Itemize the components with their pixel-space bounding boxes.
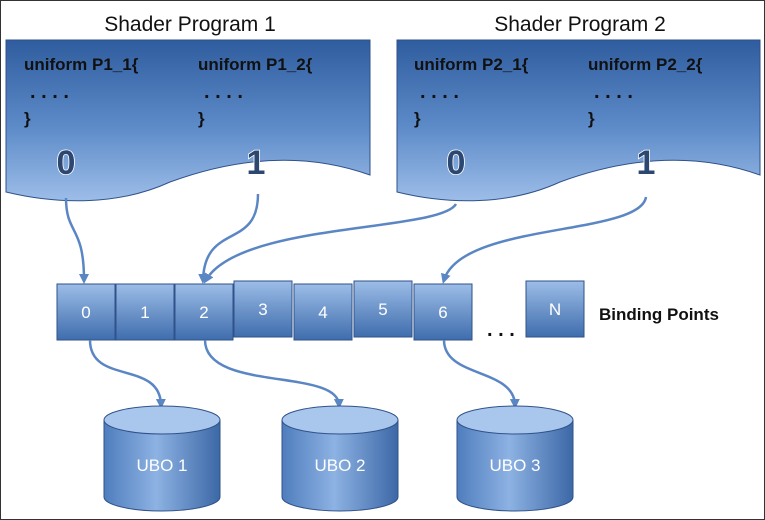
shader-program-1: Shader Program 1 uniform P1_1{ . . . . }… [5, 13, 371, 202]
block-binding-index: 0 [57, 144, 76, 182]
arrow-bp0-to-ubo1 [88, 339, 166, 409]
uniform-close: } [414, 109, 421, 128]
ubo-cylinder-top [103, 405, 221, 435]
ubo-3: UBO 3 [456, 405, 574, 512]
binding-point-cell [413, 283, 473, 341]
arrow-p2-block1-to-bp6 [441, 196, 648, 284]
binding-points: 0 1 2 3 4 5 6 . . . N Binding Points [56, 280, 719, 341]
binding-point-index: 2 [199, 303, 208, 322]
block-binding-index: 1 [637, 144, 656, 182]
uniform-decl: uniform P2_1{ [414, 55, 529, 74]
binding-point-cell-n [525, 280, 585, 338]
ubo-1: UBO 1 [103, 405, 221, 512]
uniform-decl: uniform P1_1{ [24, 55, 139, 74]
ubo-label: UBO 3 [489, 456, 540, 475]
arrow-bp6-to-ubo3 [442, 339, 520, 409]
uniform-body: . . . . [204, 81, 243, 103]
binding-point-cell [233, 280, 293, 338]
binding-points-label: Binding Points [599, 305, 719, 324]
binding-point-cell [115, 283, 175, 341]
binding-to-ubo-arrows [88, 339, 520, 409]
ubo-cylinder-top [456, 405, 574, 435]
binding-point-cell [293, 283, 353, 341]
ubo-label: UBO 2 [314, 456, 365, 475]
uniform-close: } [588, 109, 595, 128]
ubo-cylinder-top [281, 405, 399, 435]
binding-point-index: 3 [258, 300, 267, 319]
arrow-p1-block1-to-bp2 [198, 193, 260, 284]
ubo-cylinder-body [456, 419, 574, 512]
block-to-binding-arrows [64, 193, 648, 284]
shader-program-2: Shader Program 2 uniform P2_1{ . . . . }… [396, 13, 761, 202]
block-binding-index: 0 [447, 144, 466, 182]
binding-point-index: 4 [318, 303, 327, 322]
uniform-body: . . . . [30, 81, 69, 103]
binding-point-index: 6 [438, 303, 447, 322]
ubo-2: UBO 2 [281, 405, 399, 512]
uniform-body: . . . . [420, 81, 459, 103]
shader-program-title: Shader Program 2 [494, 13, 666, 36]
binding-point-cell [56, 283, 116, 341]
block-binding-index: 1 [247, 144, 266, 182]
uniform-decl: uniform P2_2{ [588, 55, 703, 74]
binding-point-index: 1 [140, 303, 149, 322]
arrow-bp2-to-ubo2 [203, 339, 344, 409]
arrow-p2-block0-to-bp2 [203, 203, 458, 284]
binding-point-cell [353, 280, 413, 338]
uniform-decl: uniform P1_2{ [198, 55, 313, 74]
uniform-close: } [198, 109, 205, 128]
ubo-cylinder-body [103, 419, 221, 512]
uniform-close: } [24, 109, 31, 128]
binding-point-index: 5 [378, 300, 387, 319]
shader-program-box [5, 39, 371, 202]
ubo-label: UBO 1 [136, 456, 187, 475]
binding-point-index: 0 [81, 303, 90, 322]
arrow-p1-block0-to-bp0 [64, 197, 89, 284]
ubo-cylinder-body [281, 419, 399, 512]
uniform-body: . . . . [594, 81, 633, 103]
binding-points-ellipsis: . . . [487, 319, 515, 341]
binding-point-cell [174, 283, 234, 341]
shader-program-title: Shader Program 1 [104, 13, 276, 36]
shader-program-box [396, 39, 761, 202]
binding-point-index: N [549, 300, 561, 319]
